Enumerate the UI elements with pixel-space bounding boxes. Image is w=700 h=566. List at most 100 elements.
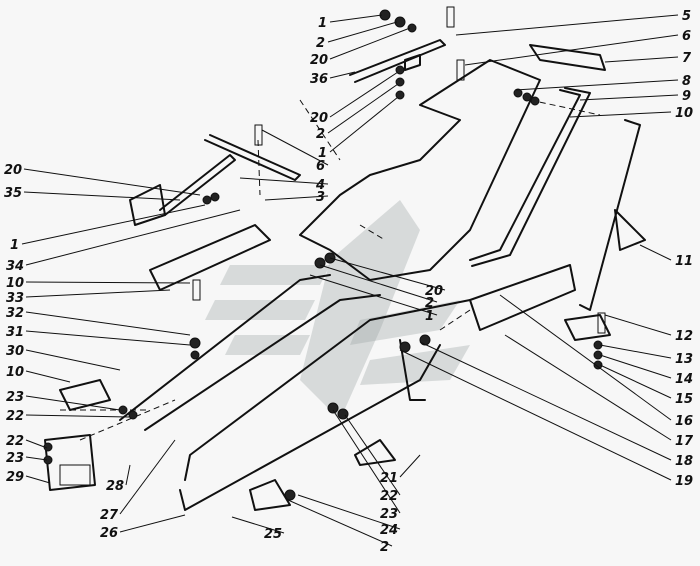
leader-line — [309, 274, 438, 316]
callout-1: 1 — [10, 238, 19, 253]
leader-line — [327, 21, 398, 43]
callout-34: 34 — [6, 259, 24, 274]
callout-3: 3 — [316, 190, 325, 205]
leader-line — [25, 289, 171, 298]
leader-line — [25, 475, 51, 484]
leader-line — [344, 414, 401, 496]
leader-line — [599, 364, 672, 399]
leader-line — [419, 341, 672, 461]
leader-line — [455, 14, 679, 36]
callout-9: 9 — [682, 89, 691, 104]
mounting-bracket — [614, 209, 646, 251]
leader-line — [23, 191, 181, 201]
leader-line — [287, 499, 393, 547]
fender-panel — [44, 59, 641, 511]
callout-29: 29 — [6, 470, 24, 485]
callout-20: 20 — [425, 284, 443, 299]
callout-22: 22 — [6, 409, 24, 424]
callout-13: 13 — [675, 352, 693, 367]
callout-4: 4 — [315, 178, 325, 193]
callout-23: 23 — [6, 451, 24, 466]
leader-line — [261, 129, 329, 166]
leader-line — [239, 177, 329, 185]
nut-icon — [118, 405, 128, 415]
leader-line — [329, 96, 399, 153]
callout-11: 11 — [675, 254, 693, 269]
leader-line — [264, 195, 329, 201]
nut-icon — [522, 92, 532, 102]
callout-8: 8 — [682, 74, 691, 89]
leader-line — [329, 71, 399, 118]
callout-36: 36 — [310, 72, 328, 87]
callout-23: 23 — [6, 390, 24, 405]
bolt-icon — [254, 124, 263, 146]
callout-31: 31 — [6, 325, 24, 340]
leader-line — [25, 311, 191, 336]
nut-icon — [210, 192, 220, 202]
leader-line — [599, 344, 672, 359]
nut-icon — [513, 88, 523, 98]
leader-line — [327, 83, 399, 134]
nut-icon — [593, 360, 603, 370]
leader-line — [639, 244, 672, 261]
leader-line — [25, 370, 71, 383]
leader-line — [499, 294, 672, 421]
leader-line — [319, 264, 438, 303]
callout-20: 20 — [4, 163, 22, 178]
leader-line — [297, 494, 401, 530]
callout-18: 18 — [675, 454, 693, 469]
leader-line — [569, 111, 672, 118]
leader-line — [329, 257, 446, 291]
leader-line — [231, 516, 285, 534]
callout-17: 17 — [675, 434, 694, 449]
bolt-icon — [446, 6, 455, 28]
leader-lines — [21, 14, 679, 547]
leader-line — [25, 330, 191, 346]
nut-icon — [407, 23, 417, 33]
callout-35: 35 — [4, 186, 22, 201]
callout-10: 10 — [6, 276, 24, 291]
nut-icon — [327, 402, 339, 414]
callout-14: 14 — [675, 372, 693, 387]
callout-6: 6 — [316, 159, 325, 174]
mounting-bracket — [249, 479, 291, 511]
nut-icon — [202, 195, 212, 205]
nut-icon — [189, 337, 201, 349]
callout-12: 12 — [675, 329, 693, 344]
callout-30: 30 — [6, 344, 24, 359]
leader-line — [23, 168, 201, 196]
nut-icon — [419, 334, 431, 346]
leader-line — [329, 27, 411, 60]
nut-icon — [190, 350, 200, 360]
leader-line — [25, 209, 241, 266]
callout-16: 16 — [675, 414, 693, 429]
leader-line — [504, 334, 672, 441]
callout-23: 23 — [380, 507, 398, 522]
leader-line — [125, 464, 131, 486]
leader-line — [25, 349, 121, 371]
fasteners — [43, 6, 646, 511]
callout-2: 2 — [316, 36, 325, 51]
leader-line — [464, 34, 679, 66]
callout-1: 1 — [425, 309, 434, 324]
nut-icon — [128, 410, 138, 420]
leader-line — [329, 71, 356, 79]
leader-line — [399, 454, 421, 478]
callout-20: 20 — [310, 111, 328, 126]
callout-28: 28 — [106, 479, 124, 494]
callout-2: 2 — [316, 127, 325, 142]
leader-line — [119, 439, 176, 515]
callout-5: 5 — [682, 9, 691, 24]
callout-labels: 1220362021643567891020351341033323130102… — [4, 9, 694, 555]
callout-32: 32 — [6, 306, 24, 321]
callout-2: 2 — [425, 296, 434, 311]
nut-icon — [593, 350, 603, 360]
callout-22: 22 — [380, 489, 398, 504]
callout-22: 22 — [6, 434, 24, 449]
leader-line — [579, 94, 679, 101]
leader-line — [604, 56, 679, 63]
leader-line — [25, 414, 131, 418]
leader-line — [25, 281, 191, 284]
